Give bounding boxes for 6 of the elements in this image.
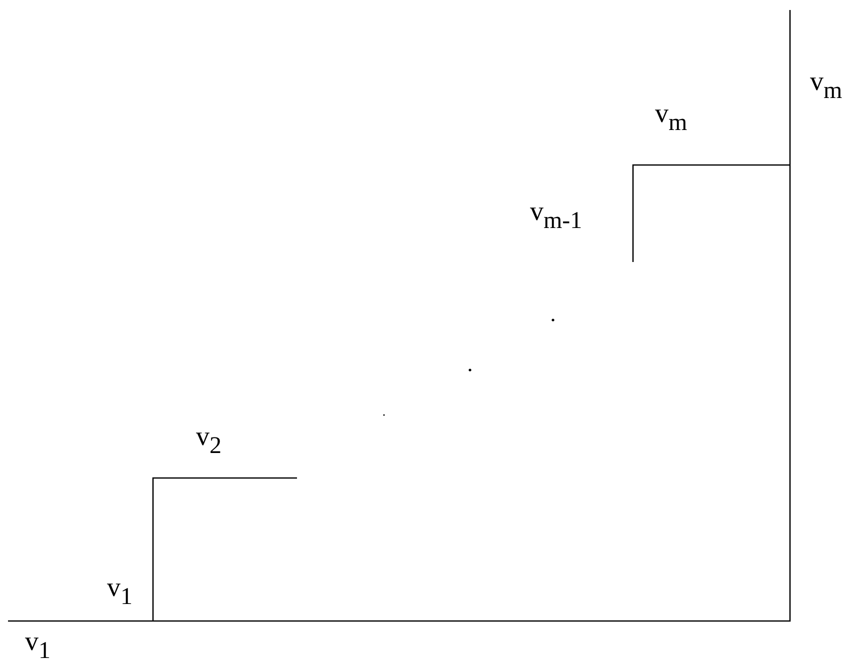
math-label: v$_{m}$ [655,100,688,135]
math-label: v$_{m-1}$ [530,198,582,233]
math-label: v$_{2}$ [196,423,222,458]
math-label: v$_{1}$ [107,574,132,609]
math-label: v$_{m}$ [810,68,842,103]
math-label: v$_{1}$ [25,628,50,663]
